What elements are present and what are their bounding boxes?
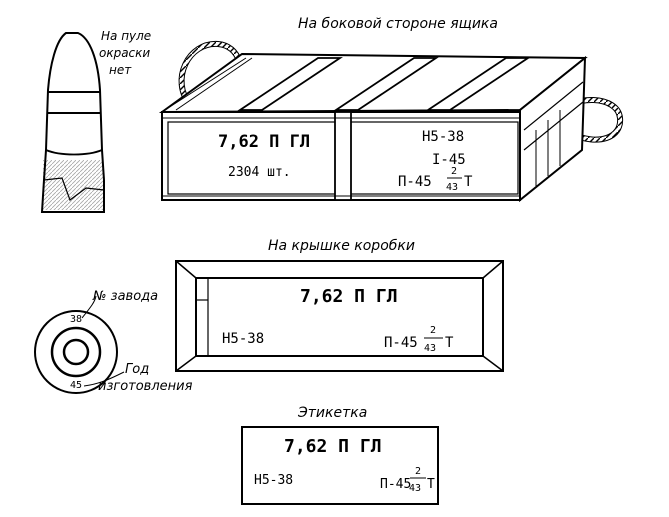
box-lid-title: 7,62 П ГЛ (300, 286, 398, 307)
box-lid-marking: 7,62 П ГЛ Н5-38 П-45 2 43 Т (222, 286, 454, 354)
box-side-code: Н5-38 (422, 129, 464, 145)
caption-label: Этикетка (297, 405, 367, 421)
label-frac-den: 43 (409, 483, 421, 494)
box-side-title: 7,62 П ГЛ (218, 132, 310, 152)
box-side-left-marking: 7,62 П ГЛ 2304 шт. (218, 132, 310, 180)
box-side-suffix: Т (464, 174, 473, 190)
caption-box-side: На боковой стороне ящика (298, 16, 498, 32)
box-lid-code: Н5-38 (222, 331, 264, 347)
ammo-box-drawing (158, 40, 624, 203)
box-side-line3-prefix: П-45 (398, 174, 432, 190)
box-lid-frac-num: 2 (430, 325, 436, 336)
box-side-frac-den: 43 (446, 182, 458, 193)
box-lid-frac-den: 43 (424, 343, 436, 354)
label-frac-num: 2 (415, 466, 421, 477)
box-lid-panel (175, 260, 504, 372)
box-side-line2: I-45 (432, 152, 466, 168)
box-lid-suffix: Т (445, 335, 454, 351)
bullet-note: На пуле окраски нет (99, 29, 151, 77)
cartridge-headstamp: 38 45 (34, 295, 125, 394)
bullet-note-line3: нет (109, 63, 132, 77)
box-side-right-marking: Н5-38 I-45 П-45 2 43 Т (398, 129, 473, 193)
headstamp-bottom-number: 45 (70, 380, 82, 391)
label-suffix: Т (427, 477, 435, 492)
caption-factory-number: № завода (92, 289, 158, 304)
box-side-count: 2304 шт. (228, 165, 291, 180)
label-prefix: П-45 (380, 477, 411, 492)
label-code: Н5-38 (254, 473, 293, 488)
caption-year-line1: Год (125, 362, 149, 377)
label-title: 7,62 П ГЛ (284, 436, 382, 457)
caption-year-line2: изготовления (98, 379, 193, 394)
bullet-note-line2: окраски (99, 46, 150, 60)
caption-box-lid: На крышке коробки (268, 238, 415, 254)
bullet-drawing (40, 32, 105, 213)
box-side-frac-num: 2 (451, 166, 457, 177)
bullet-note-line1: На пуле (101, 29, 151, 43)
label-panel (241, 426, 439, 505)
box-lid-prefix: П-45 (384, 335, 418, 351)
label-marking: 7,62 П ГЛ Н5-38 П-45 2 43 Т (254, 436, 435, 494)
headstamp-top-number: 38 (70, 314, 82, 325)
